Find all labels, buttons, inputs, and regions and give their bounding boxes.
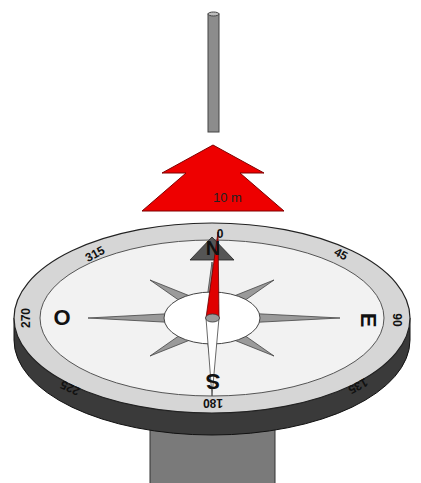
pole-top xyxy=(208,12,219,16)
bearing-number: 180 xyxy=(203,397,223,409)
cardinal-letter: N xyxy=(206,238,220,258)
pole xyxy=(208,14,219,132)
dial-ring xyxy=(14,223,410,413)
bearing-number: 270 xyxy=(20,308,32,328)
cardinal-letter: S xyxy=(206,370,221,392)
arrow-shape: 10 m xyxy=(140,143,286,213)
cardinal-letter: O xyxy=(53,307,70,329)
north-mark xyxy=(190,237,234,260)
dial-face xyxy=(40,240,384,396)
cardinal-letter: E xyxy=(357,313,379,328)
needle-pivot xyxy=(206,314,220,322)
bearing-number: 90 xyxy=(391,313,403,326)
distance-label: 10 m xyxy=(213,191,242,204)
